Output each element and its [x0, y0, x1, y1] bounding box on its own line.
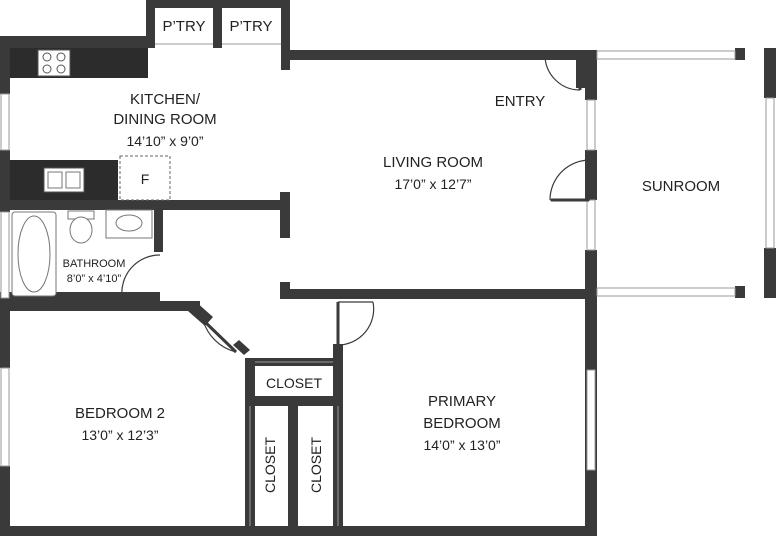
- window-sunroom-right: [765, 97, 775, 249]
- window-sunroom-left-bottom: [586, 199, 596, 251]
- burner-icon: [56, 52, 66, 62]
- hall-angled-wall-2: [233, 340, 250, 355]
- window-left-kitchen: [0, 93, 10, 151]
- living-name: LIVING ROOM: [383, 154, 483, 171]
- pantry-left-wall: [146, 0, 155, 48]
- closet-right-label: CLOSET: [308, 437, 324, 493]
- pantry-right-label: P’TRY: [229, 18, 272, 35]
- bathroom-fixtures: [11, 209, 153, 297]
- left-wall-bottom: [0, 466, 10, 536]
- closet-left-label: CLOSET: [262, 437, 278, 493]
- kitchen-fixtures: F: [10, 48, 171, 201]
- living-dims: 17’0” x 12’7”: [394, 176, 471, 192]
- kitchen-top-wall: [0, 36, 155, 48]
- bathroom-name: BATHROOM: [63, 258, 126, 270]
- vanity-sink-icon: [115, 214, 143, 232]
- bath-right-wall: [154, 200, 163, 252]
- kitchen-counter-top: [10, 48, 148, 78]
- sunroom-door-swing: [549, 159, 591, 201]
- bath-door-swing: [121, 254, 161, 298]
- kitchen-bottom-wall: [0, 200, 290, 210]
- fridge-icon: [119, 155, 171, 201]
- bathtub-basin-icon: [17, 215, 51, 293]
- bedroom2-dims: 13’0” x 12’3”: [81, 427, 158, 443]
- windows: [0, 50, 775, 471]
- hall-angled-wall: [188, 301, 213, 326]
- sink-basin-icon: [47, 171, 63, 189]
- window-sunroom-left-top: [586, 99, 596, 151]
- left-wall-top: [0, 36, 10, 94]
- kitchen-name-line2: DINING ROOM: [113, 111, 216, 128]
- bathroom-dims: 8’0” x 4’10”: [67, 273, 122, 285]
- window-sunroom-bottom: [596, 287, 736, 297]
- window-left-bedroom2: [0, 367, 10, 467]
- bedroom2-top-wall: [0, 301, 200, 311]
- left-wall-bath-bottom: [0, 298, 10, 368]
- fridge-label: F: [141, 171, 150, 187]
- kitchen-name-line1: KITCHEN/: [130, 91, 201, 108]
- sunroom-divider-top: [585, 50, 597, 100]
- sink-basin-icon: [65, 171, 81, 189]
- sunroom-post-top: [735, 48, 745, 60]
- pantry-right-wall: [281, 0, 290, 70]
- doors: [121, 54, 591, 354]
- sunroom-divider-mid: [585, 150, 597, 200]
- bedroom2-door-leaf: [201, 318, 238, 354]
- pantry-left-label: P’TRY: [162, 18, 205, 35]
- primary-dims: 14’0” x 13’0”: [423, 437, 500, 453]
- toilet-icon: [69, 216, 93, 244]
- window-primary-right: [586, 369, 596, 471]
- kitchen-living-partition: [280, 192, 290, 238]
- burner-icon: [42, 64, 52, 74]
- primary-name-line1: PRIMARY: [428, 393, 496, 410]
- stove-icon: [37, 49, 71, 77]
- sunroom-right-wall-bottom: [764, 248, 776, 298]
- primary-name-line2: BEDROOM: [423, 415, 501, 432]
- burner-icon: [56, 64, 66, 74]
- pantry-divider-wall: [213, 0, 222, 48]
- closet-hall-label: CLOSET: [266, 375, 322, 391]
- closet-divider-wall: [288, 396, 298, 536]
- window-sunroom-top: [596, 50, 736, 60]
- left-wall-mid: [0, 150, 10, 212]
- living-bottom-wall-long: [280, 289, 590, 299]
- closet-lines: [155, 43, 339, 526]
- primary-door-swing: [337, 301, 375, 346]
- burner-icon: [42, 52, 52, 62]
- bath-bottom-wall: [0, 292, 160, 302]
- sunroom-post-bottom: [735, 286, 745, 298]
- window-left-bath: [0, 211, 10, 299]
- living-top-wall: [281, 50, 580, 60]
- bedroom2-name: BEDROOM 2: [75, 405, 165, 422]
- sunroom-right-wall-top: [764, 48, 776, 98]
- entry-label: ENTRY: [495, 93, 546, 110]
- labels: P’TRY P’TRY KITCHEN/ DINING ROOM 14’10” …: [63, 18, 721, 493]
- sunroom-name: SUNROOM: [642, 178, 720, 195]
- bottom-wall: [0, 526, 597, 536]
- entry-door-swing: [544, 54, 581, 91]
- kitchen-dims: 14’10” x 9’0”: [126, 133, 203, 149]
